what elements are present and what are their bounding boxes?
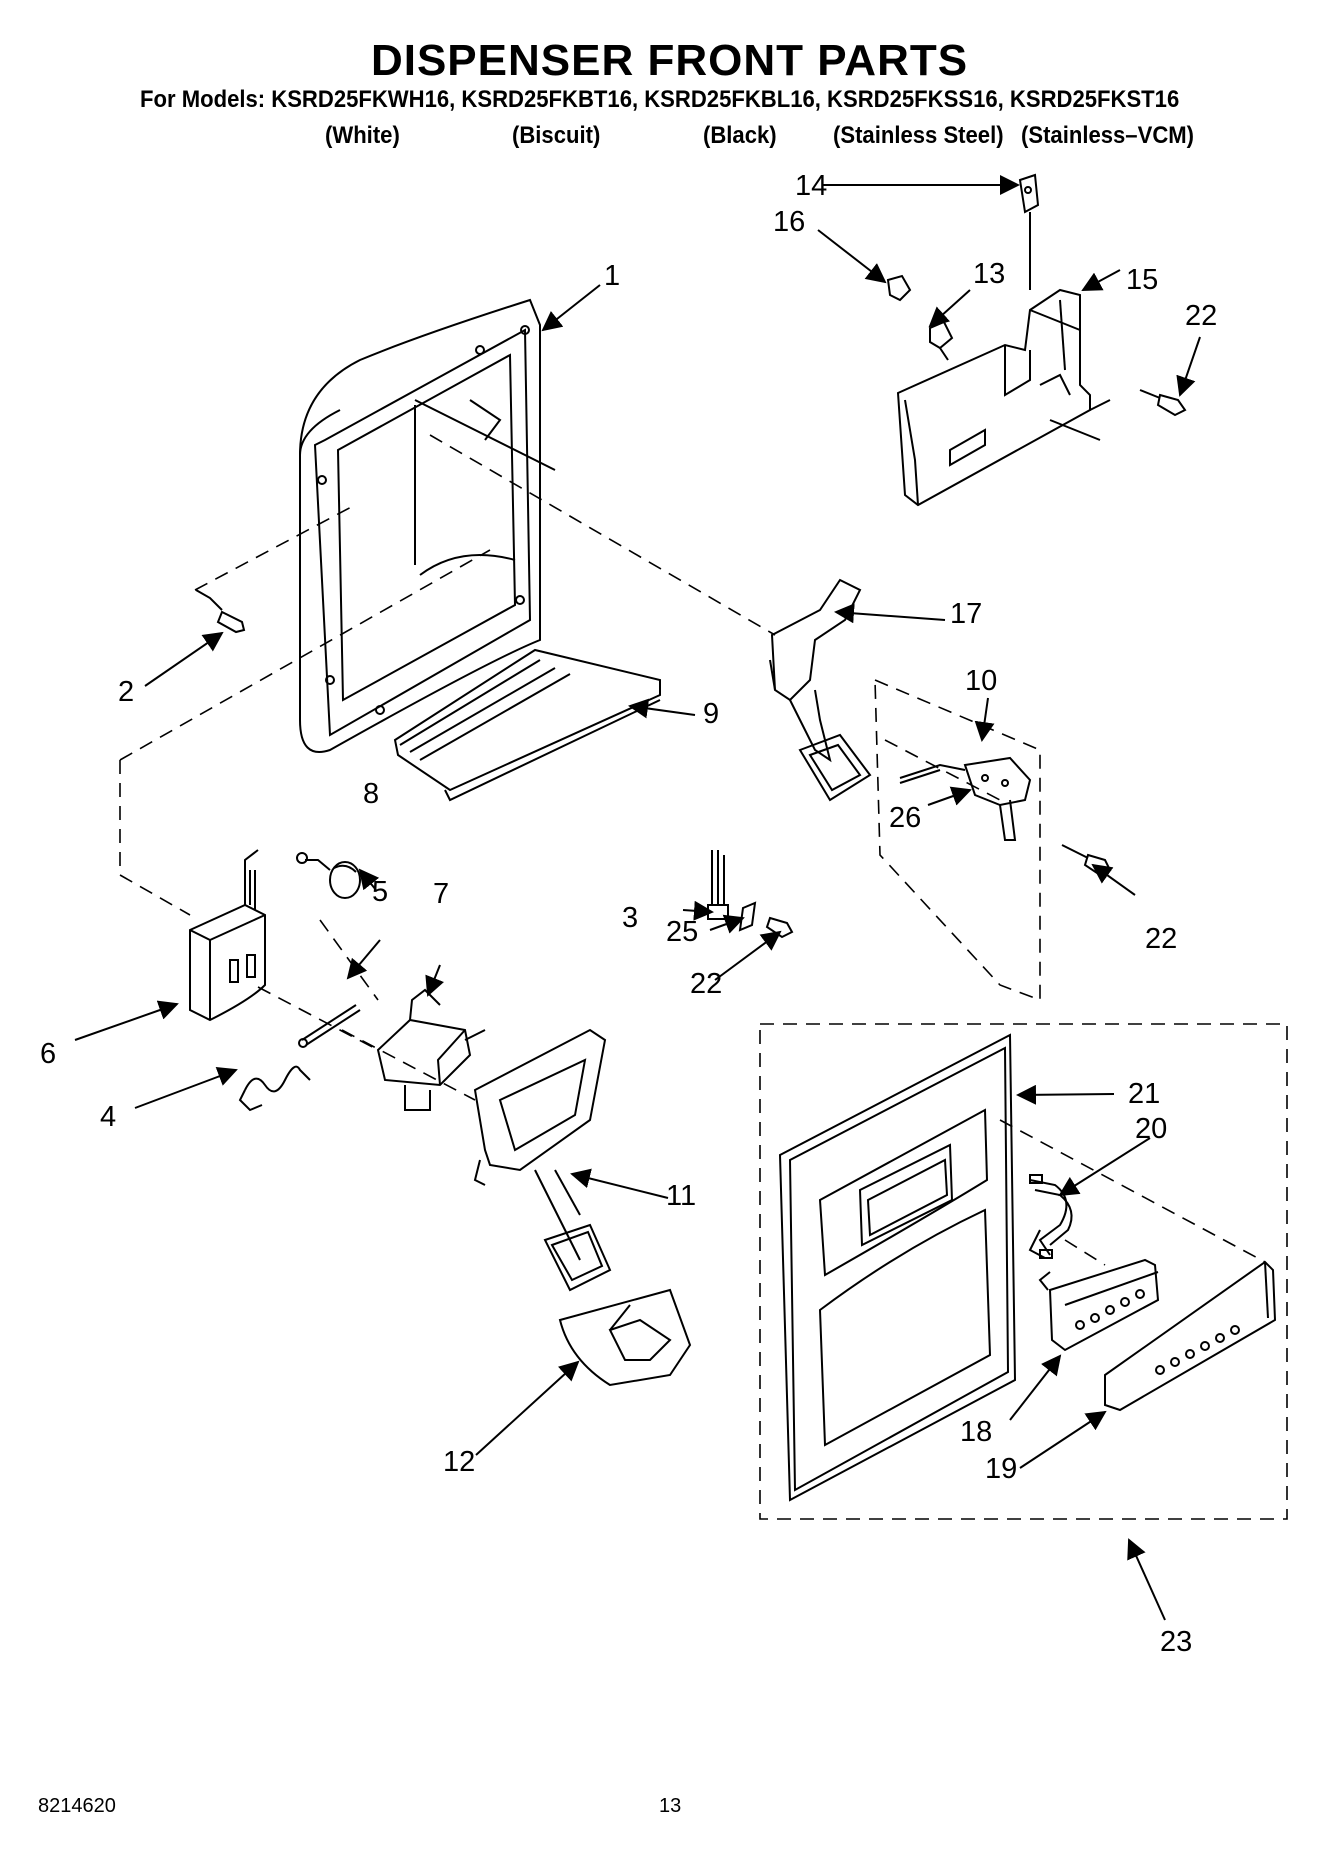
assembly-23-box bbox=[759, 1023, 1288, 1520]
callout-19: 19 bbox=[985, 1453, 1018, 1485]
part-14-sensor bbox=[1018, 173, 1040, 290]
part-25-insulator bbox=[738, 901, 757, 932]
part-22-screw-a bbox=[1139, 389, 1187, 417]
callout-11: 11 bbox=[666, 1180, 697, 1212]
models-line: For Models: KSRD25FKWH16, KSRD25FKBT16, … bbox=[140, 86, 1180, 113]
part-15-bracket bbox=[896, 288, 1111, 507]
callout-6: 6 bbox=[40, 1038, 57, 1070]
callout-3: 3 bbox=[622, 902, 639, 934]
page-title: DISPENSER FRONT PARTS bbox=[370, 36, 969, 85]
part-20-wire-harness bbox=[1028, 1174, 1073, 1259]
callout-22-right: 22 bbox=[1145, 923, 1178, 955]
callout-9: 9 bbox=[703, 698, 720, 730]
part-22-screw-c bbox=[765, 916, 794, 939]
part-6-control-box bbox=[189, 849, 266, 1022]
part-18-control-board bbox=[1038, 1258, 1160, 1352]
callout-23: 23 bbox=[1160, 1626, 1193, 1658]
part-22-screw-b bbox=[1061, 844, 1112, 877]
part-10-lever-assembly bbox=[899, 756, 1032, 841]
color-stainless-steel: (Stainless Steel) bbox=[833, 122, 1004, 149]
callout-8: 8 bbox=[363, 778, 380, 810]
callout-10: 10 bbox=[965, 665, 998, 697]
part-5-rod bbox=[298, 1004, 361, 1048]
part-2-screw bbox=[195, 589, 246, 634]
color-black: (Black) bbox=[703, 122, 777, 149]
callout-18: 18 bbox=[960, 1416, 993, 1448]
part-21-front-panel bbox=[778, 1033, 1017, 1502]
callout-22-top: 22 bbox=[1185, 300, 1218, 332]
callout-4: 4 bbox=[100, 1101, 117, 1133]
callout-21: 21 bbox=[1128, 1078, 1161, 1110]
part-17-water-paddle bbox=[769, 578, 872, 802]
page-number: 13 bbox=[659, 1795, 682, 1817]
callout-16: 16 bbox=[773, 206, 806, 238]
part-19-overlay bbox=[1104, 1260, 1277, 1412]
color-white: (White) bbox=[325, 122, 400, 149]
part-16-lamp bbox=[886, 274, 912, 302]
part-12-funnel bbox=[558, 1288, 692, 1387]
color-biscuit: (Biscuit) bbox=[512, 122, 601, 149]
callout-20: 20 bbox=[1135, 1113, 1168, 1145]
part-4-spring bbox=[238, 1065, 311, 1112]
assembly-10-box bbox=[874, 678, 1041, 1002]
callout-26: 26 bbox=[889, 802, 922, 834]
part-11-ice-arm bbox=[473, 1028, 612, 1292]
callout-1: 1 bbox=[604, 260, 621, 292]
part-13-socket bbox=[929, 320, 954, 361]
callout-14: 14 bbox=[795, 170, 828, 202]
part-7-actuator bbox=[376, 988, 486, 1111]
color-stainless-vcm: (Stainless–VCM) bbox=[1021, 122, 1195, 149]
document-number: 8214620 bbox=[38, 1795, 116, 1817]
callout-12: 12 bbox=[443, 1446, 476, 1478]
callout-2: 2 bbox=[118, 676, 135, 708]
callout-13: 13 bbox=[973, 258, 1006, 290]
callout-15: 15 bbox=[1126, 264, 1159, 296]
callout-25: 25 bbox=[666, 916, 699, 948]
callout-17: 17 bbox=[950, 598, 983, 630]
part-9-drip-tray bbox=[393, 648, 661, 802]
callout-22-middle: 22 bbox=[690, 968, 723, 1000]
part-3-switch bbox=[707, 850, 729, 920]
part-1-housing-frame bbox=[299, 298, 541, 753]
part-8-solenoid bbox=[296, 852, 361, 899]
callout-5: 5 bbox=[372, 876, 389, 908]
callout-7: 7 bbox=[433, 878, 450, 910]
